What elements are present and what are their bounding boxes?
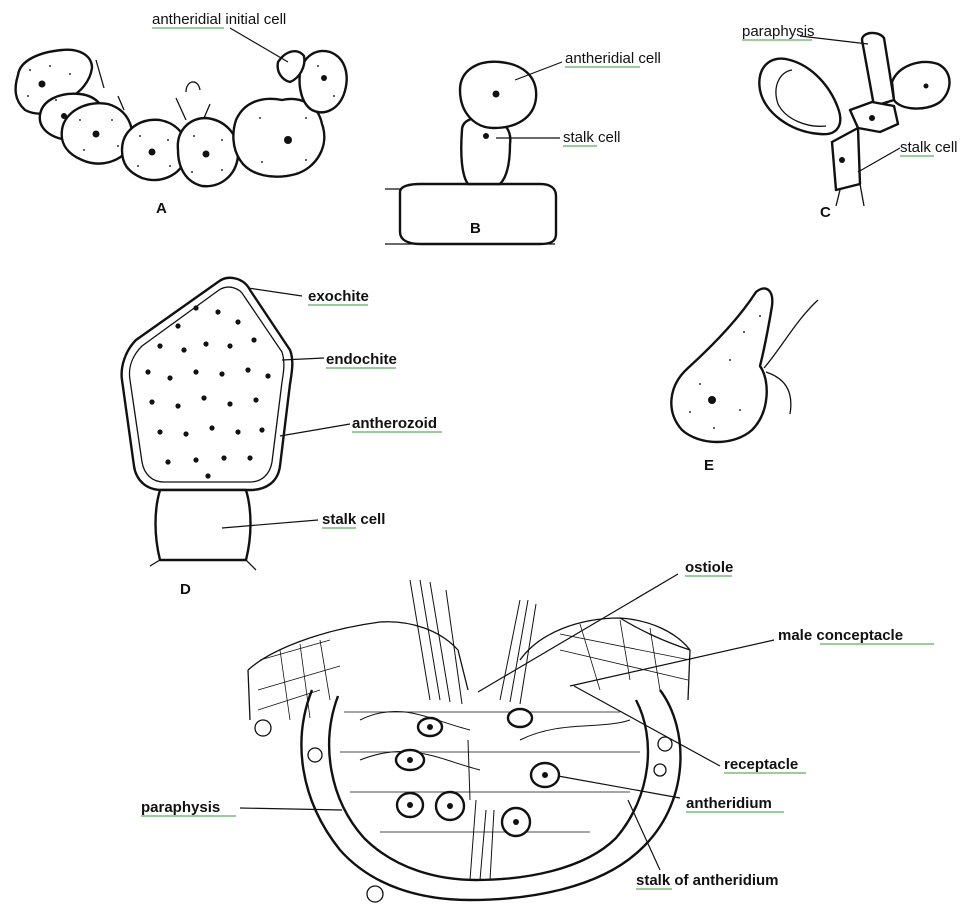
panel-e: E [671, 288, 818, 474]
label-antherozoid: antherozoid [352, 415, 437, 432]
panel-letter-d: D [180, 581, 191, 598]
panel-c-side-cell [892, 62, 950, 109]
panel-letter-a: A [156, 200, 167, 217]
panel-f-inner-wall [329, 696, 648, 880]
panel-letter-c: C [820, 204, 831, 221]
panel-c: paraphysis stalk cell C [742, 23, 958, 221]
label-antheridial-cell: antheridial cell [565, 50, 661, 67]
leader-male-conceptacle [570, 640, 774, 686]
panel-d: exochite endochite antherozoid stalk cel… [122, 278, 442, 598]
panel-d-antheridium-wall [122, 278, 293, 490]
panel-f-paraphyses [360, 580, 630, 880]
panel-f-conceptacle: ostiole male conceptacle receptacle anth… [141, 559, 934, 902]
label-receptacle: receptacle [724, 756, 798, 773]
leader-antherozoid [280, 424, 350, 436]
label-male-conceptacle: male conceptacle [778, 627, 903, 644]
label-endochite: endochite [326, 351, 397, 368]
panel-letter-e: E [704, 457, 714, 474]
panel-e-flagellum-2 [766, 372, 791, 414]
leader-antheridium [558, 776, 680, 798]
leader-paraphysis-f [240, 808, 342, 810]
panel-a: antheridial initial cell A [16, 11, 347, 217]
panel-letter-b: B [470, 220, 481, 237]
label-stalk-cell-d: stalk cell [322, 511, 385, 528]
panel-f-right-epidermis [520, 618, 690, 660]
leader-exochite [248, 288, 302, 296]
panel-d-stalk-cell [156, 490, 251, 560]
label-stalk-cell-b: stalk cell [563, 129, 621, 146]
label-antheridial-initial-cell: antheridial initial cell [152, 11, 286, 28]
label-stalk-cell-c: stalk cell [900, 139, 958, 156]
leader-stalk-cell-c [858, 148, 900, 172]
label-antheridium: antheridium [686, 795, 772, 812]
label-ostiole: ostiole [685, 559, 733, 576]
label-paraphysis-f: paraphysis [141, 799, 220, 816]
leader-antheridial-initial-cell [230, 28, 288, 62]
label-paraphysis-c: paraphysis [742, 23, 815, 40]
panel-b: antheridial cell stalk cell B [385, 50, 661, 244]
panel-f-cell-grid [258, 620, 690, 832]
label-exochite: exochite [308, 288, 369, 305]
panel-c-stalk-cell [832, 128, 860, 190]
panel-f-antheridia [396, 709, 559, 836]
panel-e-antherozoid-body [671, 288, 772, 442]
label-stalk-of-antheridium: stalk of antheridium [636, 872, 779, 889]
